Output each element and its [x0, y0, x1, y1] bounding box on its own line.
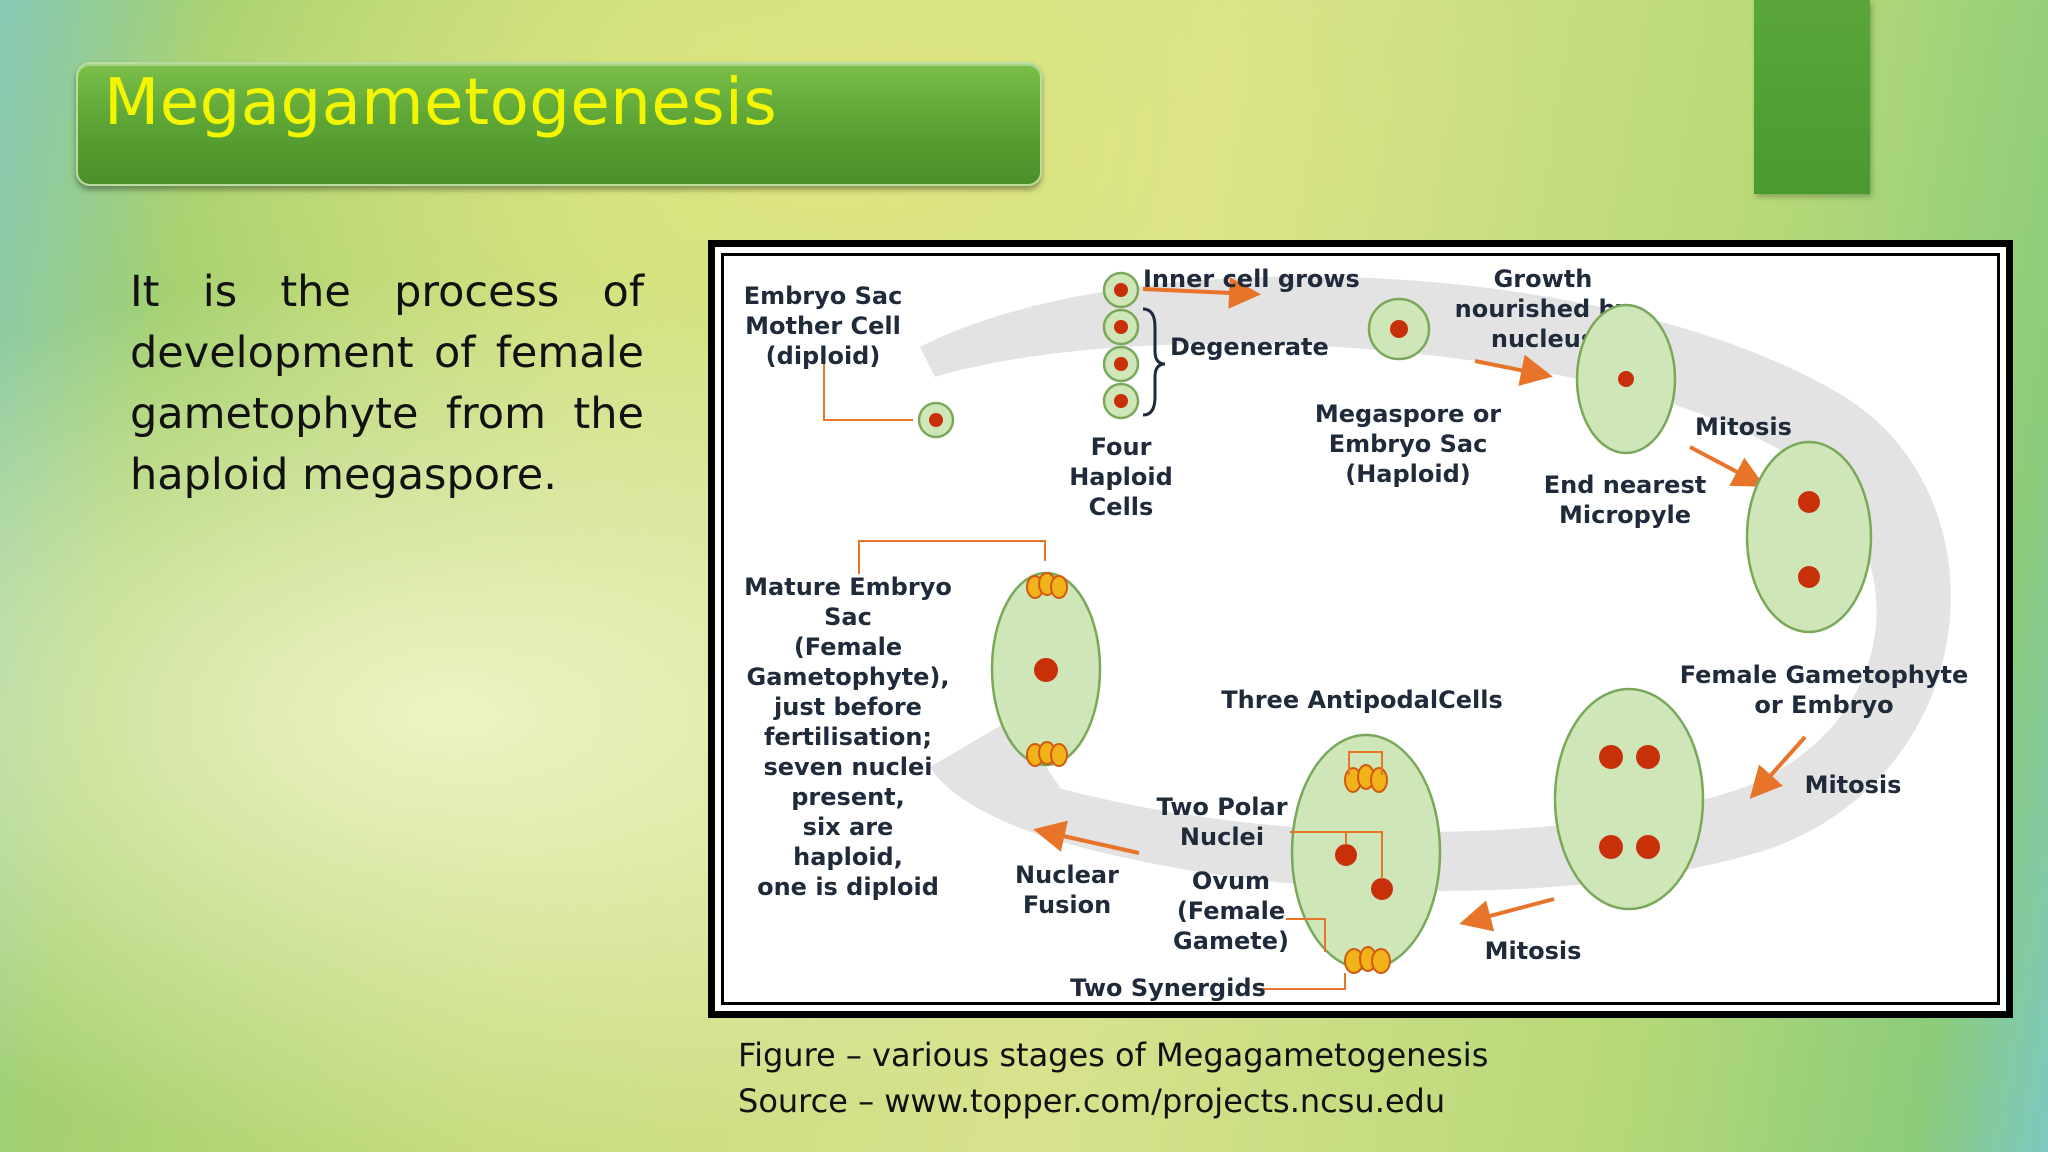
- arrow-mitosis-1: [1689, 445, 1766, 487]
- label-mitosis-2: Mitosis: [1805, 771, 1902, 799]
- label-emc-3: (diploid): [766, 342, 881, 370]
- label-polar-2: Nuclei: [1180, 823, 1264, 851]
- label-mature-9: six are: [803, 813, 894, 841]
- label-mature-3: (Female: [794, 633, 902, 661]
- label-end-1: End nearest: [1544, 471, 1706, 499]
- label-fusion-2: Fusion: [1023, 891, 1111, 919]
- corner-decoration: [1754, 0, 1870, 194]
- caption-line-1: Figure – various stages of Megagametogen…: [738, 1036, 1489, 1074]
- synergid-pointer: [1260, 973, 1346, 990]
- label-mature-10: haploid,: [793, 843, 903, 871]
- label-mega-3: (Haploid): [1345, 460, 1471, 488]
- arrow-mitosis-2: [1749, 735, 1807, 799]
- label-mature-5: just before: [773, 693, 922, 721]
- mother-cell-pointer: [823, 346, 913, 421]
- figure-frame: Embryo Sac Mother Cell (diploid) Inner c…: [708, 240, 2013, 1018]
- label-ovum-1: Ovum: [1192, 867, 1270, 895]
- label-mature-8: present,: [791, 783, 905, 811]
- label-degenerate: Degenerate: [1170, 333, 1329, 361]
- label-polar-1: Two Polar: [1156, 793, 1287, 821]
- label-mega-2: Embryo Sac: [1329, 430, 1488, 458]
- label-mitosis-3: Mitosis: [1485, 937, 1582, 965]
- body-text: It is the process of development of fema…: [130, 267, 644, 500]
- megaspore: [1367, 297, 1431, 361]
- label-fusion-1: Nuclear: [1015, 861, 1119, 889]
- label-mature-6: fertilisation;: [764, 723, 932, 751]
- label-antipodal: Three AntipodalCells: [1221, 686, 1502, 714]
- label-mature-11: one is diploid: [757, 873, 939, 901]
- label-end-2: Micropyle: [1559, 501, 1691, 529]
- cycle-band: [920, 276, 1951, 891]
- arrow-nuclear-fusion: [1033, 820, 1140, 855]
- label-growth-1: Growth: [1494, 265, 1593, 293]
- label-mitosis-1: Mitosis: [1695, 413, 1792, 441]
- label-ovum-2: (Female: [1177, 897, 1285, 925]
- label-mature-7: seven nuclei: [763, 753, 932, 781]
- mature-pointer: [858, 540, 1046, 574]
- two-nucleate-sac: [1745, 440, 1873, 634]
- label-fg-1: Female Gametophyte: [1680, 661, 1969, 689]
- label-emc-2: Mother Cell: [745, 312, 901, 340]
- figure-caption: Figure – various stages of Megagametogen…: [738, 1032, 1488, 1124]
- four-haploid-cells: [1102, 271, 1140, 420]
- arrow-mitosis-3: [1459, 897, 1555, 932]
- label-synergids: Two Synergids: [1070, 974, 1266, 1002]
- label-growth-3: nucleus: [1491, 325, 1595, 353]
- arrow-inner-cell: [1142, 276, 1261, 309]
- degenerate-brace: [1142, 307, 1166, 417]
- label-mature-1: Mature Embryo: [744, 573, 952, 601]
- label-mature-2: Sac: [824, 603, 872, 631]
- arrow-growth: [1474, 354, 1553, 386]
- megagametogenesis-diagram: Embryo Sac Mother Cell (diploid) Inner c…: [744, 265, 1969, 1002]
- polar-pointer: [1290, 831, 1383, 879]
- slide-title: Megagametogenesis: [104, 66, 778, 140]
- antipodal-pointer: [1348, 751, 1383, 775]
- seven-celled-sac: [1290, 733, 1442, 974]
- four-nucleate-sac: [1553, 687, 1705, 911]
- label-ovum-3: Gamete): [1173, 927, 1289, 955]
- label-four-3: Cells: [1089, 493, 1154, 521]
- enlarged-embryo-sac: [1575, 303, 1677, 455]
- label-four-2: Haploid: [1069, 463, 1173, 491]
- mother-cell: [917, 401, 955, 439]
- label-mature-4: Gametophyte),: [747, 663, 950, 691]
- caption-line-2: Source – www.topper.com/projects.ncsu.ed…: [738, 1082, 1446, 1120]
- label-mega-1: Megaspore or: [1315, 400, 1501, 428]
- label-inner-cell: Inner cell grows: [1143, 265, 1360, 293]
- label-four-1: Four: [1091, 433, 1152, 461]
- ovum-pointer: [1286, 918, 1326, 952]
- mature-embryo-sac: [990, 571, 1102, 767]
- title-bar: Megagametogenesis: [76, 62, 1042, 186]
- label-emc-1: Embryo Sac: [744, 282, 903, 310]
- label-fg-2: or Embryo: [1754, 691, 1893, 719]
